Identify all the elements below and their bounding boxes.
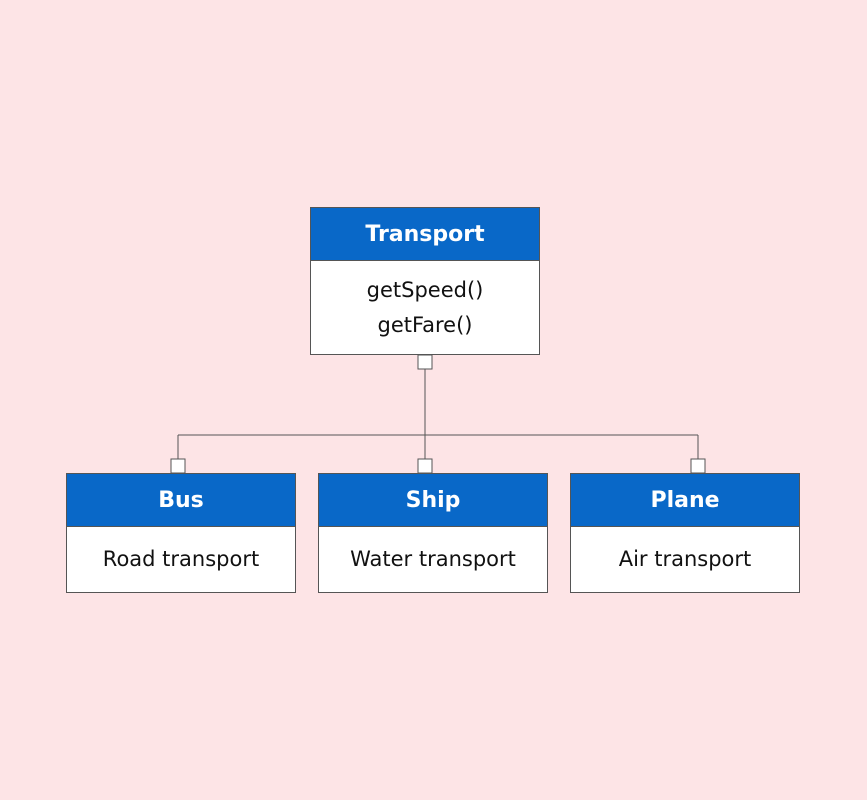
transport-class-box: Transport getSpeed() getFare() xyxy=(310,207,540,355)
bus-class-name: Bus xyxy=(67,474,295,527)
plane-class-name: Plane xyxy=(571,474,799,527)
plane-port xyxy=(690,458,706,474)
parent-port xyxy=(417,354,433,370)
plane-class-box: Plane Air transport xyxy=(570,473,800,593)
ship-class-name: Ship xyxy=(319,474,547,527)
method-get-fare: getFare() xyxy=(377,312,473,337)
ship-class-box: Ship Water transport xyxy=(318,473,548,593)
bus-port xyxy=(170,458,186,474)
bus-class-box: Bus Road transport xyxy=(66,473,296,593)
plane-description: Air transport xyxy=(618,547,752,571)
ship-description: Water transport xyxy=(350,547,516,571)
transport-class-methods: getSpeed() getFare() xyxy=(311,261,539,354)
method-get-speed: getSpeed() xyxy=(366,277,484,302)
ship-port xyxy=(417,458,433,474)
bus-description: Road transport xyxy=(102,547,260,571)
transport-class-name: Transport xyxy=(311,208,539,261)
